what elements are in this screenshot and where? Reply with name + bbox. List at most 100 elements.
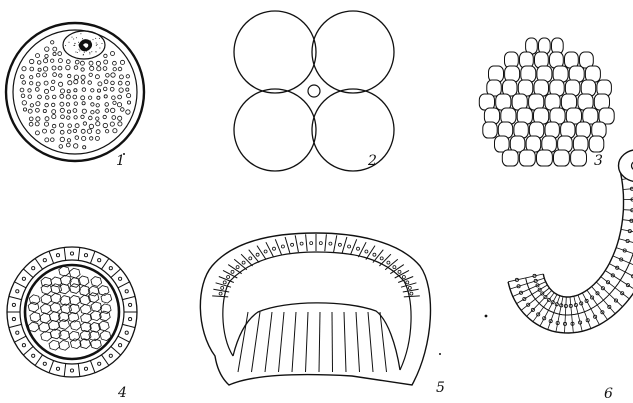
ectoderm-cell-wall [212, 296, 228, 297]
ectoderm-nucleus [249, 257, 252, 260]
yolk-granule [73, 129, 76, 132]
cell-wall [49, 251, 54, 263]
nucleus-granule [80, 33, 81, 34]
yolk-granule [67, 90, 70, 93]
ectoderm-cell-wall [342, 237, 347, 253]
cell-nucleus [43, 362, 46, 365]
cell-nucleus [56, 367, 59, 370]
yolk-granule [58, 52, 62, 56]
cell-wall [49, 361, 54, 373]
yolk-polygon [69, 268, 80, 278]
yolk-granule [73, 109, 77, 113]
cell-wall [111, 347, 121, 356]
cell-nucleus [84, 254, 87, 257]
yolk-granule [89, 116, 93, 120]
yolk-granule [29, 117, 33, 121]
speck [123, 153, 125, 155]
yolk-polygon [69, 296, 80, 306]
yolk-granule [118, 122, 122, 126]
cell-nucleus [98, 259, 101, 262]
cell-nucleus [125, 331, 128, 334]
cell-nucleus [22, 277, 25, 280]
yolk-granule [88, 81, 92, 85]
yolk-granule [119, 88, 123, 92]
embryo-cell-wall [601, 277, 630, 299]
nucleus-granule [78, 42, 79, 43]
yolk-granule [20, 75, 24, 79]
yolk-granule [113, 129, 117, 133]
endoderm-cell-wall [292, 312, 296, 372]
yolk-granule [66, 143, 70, 147]
nucleus-granule [74, 43, 75, 44]
nucleus-granule [76, 37, 77, 38]
ectoderm-cell-wall [334, 235, 337, 252]
yolk-granule [110, 122, 114, 126]
yolk-granule [52, 95, 56, 99]
cell-nucleus [43, 259, 46, 262]
yolk-granule [104, 80, 108, 84]
cell-nucleus [32, 354, 35, 357]
ectoderm-nucleus [242, 261, 245, 264]
ectoderm-nucleus [348, 245, 351, 248]
morula-cell [571, 150, 587, 166]
yolk-granule [75, 136, 79, 140]
ectoderm-nucleus [319, 242, 322, 245]
cell-nucleus [70, 252, 73, 255]
endoderm-cell-wall [344, 312, 346, 372]
yolk-granule [60, 102, 64, 106]
yolk-granule [103, 115, 106, 118]
yolk-granule [30, 104, 33, 107]
endoderm-cell-wall [265, 312, 272, 372]
cell-wall [35, 355, 42, 366]
yolk-granule [44, 89, 48, 93]
yolk-granule [45, 54, 48, 57]
yolk-granule [60, 89, 64, 93]
embryo-cell-wall [605, 271, 633, 291]
nucleus-granule [79, 50, 80, 51]
cell-nucleus [129, 318, 132, 321]
panel-3-label: 3 [594, 153, 603, 169]
yolk-granule [103, 123, 107, 127]
cell-nucleus [12, 318, 15, 321]
cell-wall [102, 355, 109, 366]
yolk-granule [96, 110, 100, 114]
yolk-granule [38, 95, 42, 99]
nucleus-granule [73, 39, 74, 40]
yolk-granule [83, 146, 86, 149]
yolk-granule [44, 122, 48, 126]
yolk-granule [36, 82, 40, 86]
nucleus-granule [69, 42, 70, 43]
nucleus-granule [89, 53, 90, 54]
yolk-granule [43, 129, 47, 133]
cell-nucleus [129, 303, 132, 306]
yolk-granule [96, 104, 99, 107]
cell-wall [14, 336, 26, 342]
embryo-cell-wall [623, 220, 633, 224]
ectoderm-cell-wall [223, 270, 237, 278]
yolk-granule [127, 94, 131, 98]
panel-4-blastula: 4 [7, 247, 137, 401]
nucleus-granule [77, 52, 78, 53]
yolk-granule [58, 66, 62, 70]
nucleus-granule [74, 45, 75, 46]
ectoderm-nucleus [223, 281, 226, 284]
cell-nucleus [109, 354, 112, 357]
yolk-granule [95, 75, 99, 79]
ectoderm-nucleus [219, 292, 222, 295]
yolk-granule [118, 67, 122, 71]
morula-cell [589, 136, 604, 152]
yolk-granule [20, 88, 24, 92]
cell-wall [35, 259, 42, 270]
yolk-granule [59, 82, 63, 86]
nucleus-granule [89, 52, 90, 53]
embryo-cell-wall [609, 264, 633, 281]
embryo-cell-wall [592, 287, 616, 314]
endoderm-cell-wall [252, 312, 261, 372]
speck [439, 353, 441, 355]
yolk-polygon [30, 312, 41, 322]
ectoderm-nucleus [365, 250, 368, 253]
yolk-granule [126, 81, 130, 85]
panel-3-morula: 3 [479, 38, 614, 169]
nucleus-granule [99, 38, 100, 39]
